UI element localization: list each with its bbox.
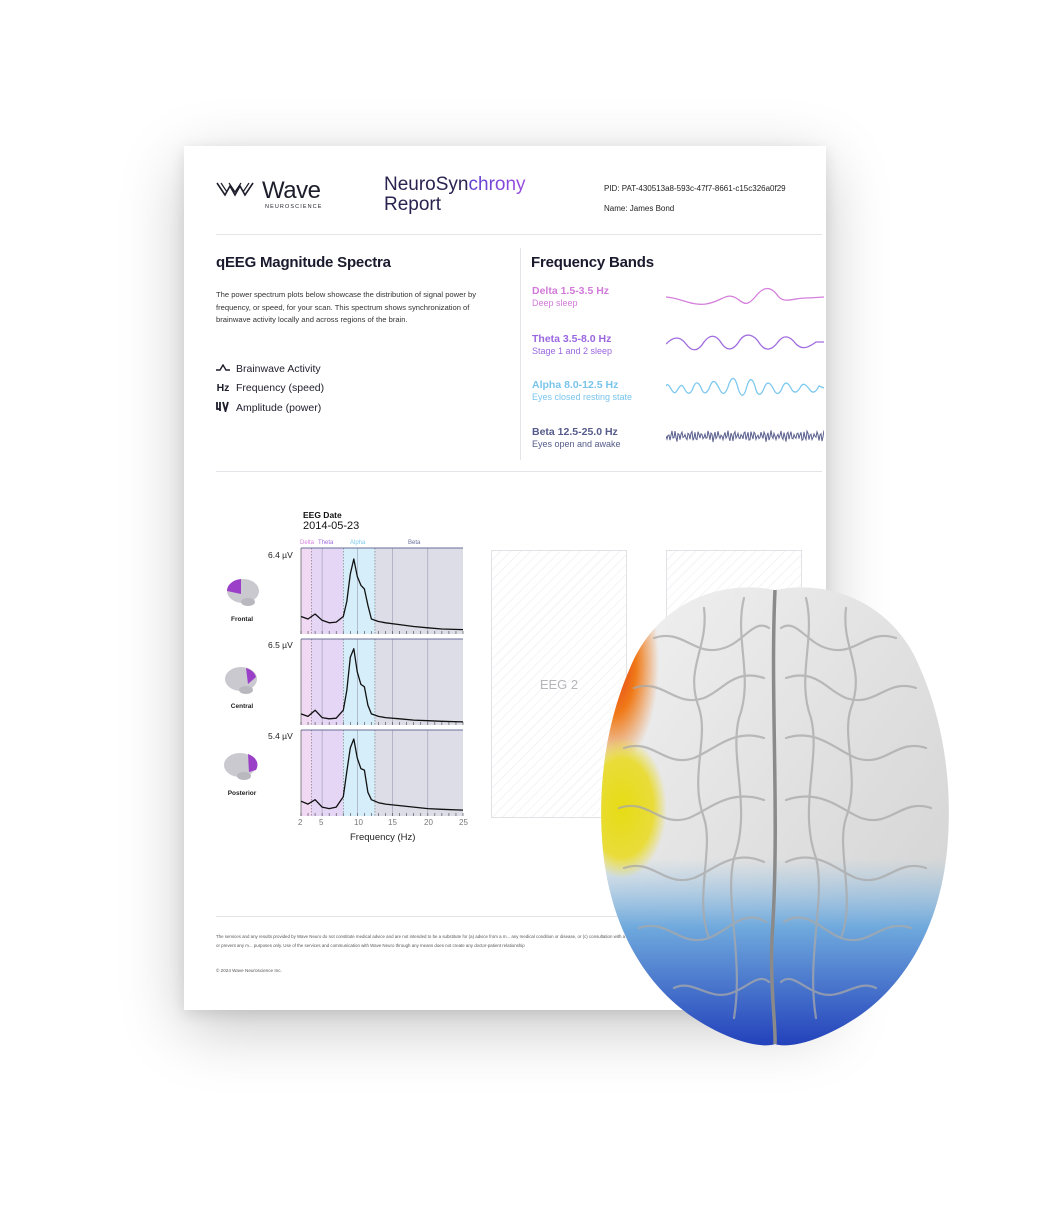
brain-heatmap-illustration [601, 587, 949, 1046]
delta-wave [666, 287, 824, 305]
x-tick: 10 [354, 818, 363, 827]
footer-divider [216, 916, 822, 917]
x-tick: 20 [424, 818, 433, 827]
legend-frequency: Hz Frequency (speed) [216, 382, 325, 394]
disclaimer-text: The services and any results provided by… [216, 934, 772, 948]
spectrum-line-central [300, 648, 464, 723]
legend-brainwave: Brainwave Activity [216, 363, 321, 375]
band-delta: Delta 1.5-3.5 Hz Deep sleep [532, 285, 610, 308]
amplitude-icon [216, 401, 230, 415]
brain-frontal-icon [226, 579, 259, 606]
spectra-title: qEEG Magnitude Spectra [216, 254, 391, 271]
x-tick: 5 [319, 818, 324, 827]
theta-wave [666, 334, 824, 351]
report-title: NeuroSynchrony Report [384, 174, 526, 215]
ymax-frontal: 6.4 µV [268, 550, 293, 560]
band-region-theta [311, 548, 344, 634]
patient-name: Name: James Bond [604, 204, 675, 213]
brain-posterior-icon [224, 753, 258, 780]
region-posterior: Posterior [227, 790, 257, 797]
band-label-theta: Theta [318, 540, 334, 546]
band-label-delta: Delta [300, 540, 315, 546]
band-region-theta [311, 639, 344, 725]
spectrum-line-frontal [300, 558, 464, 631]
wave-logo-icon [216, 182, 254, 197]
band-region-beta [374, 730, 463, 816]
brainwave-icon [216, 363, 230, 375]
bands-title: Frequency Bands [531, 254, 654, 271]
beta-wave [666, 429, 824, 443]
brand-subtitle: NEUROSCIENCE [265, 204, 323, 210]
spectrum-line-posterior [300, 738, 464, 811]
x-axis-label: Frequency (Hz) [350, 832, 416, 843]
header-divider [216, 234, 822, 235]
band-region-delta [301, 548, 312, 634]
band-beta: Beta 12.5-25.0 Hz Eyes open and awake [532, 426, 621, 449]
band-region-delta [301, 639, 312, 725]
ymax-central: 6.5 µV [268, 640, 293, 650]
band-region-beta [374, 548, 463, 634]
x-tick: 2 [298, 818, 303, 827]
spectra-chart [300, 547, 464, 816]
x-tick: 15 [388, 818, 397, 827]
spectra-description: The power spectrum plots below showcase … [216, 290, 477, 324]
alpha-wave [666, 377, 824, 396]
patient-id: PID: PAT-430513a8-593c-47f7-8661-c15c326… [604, 184, 786, 193]
brand-name: Wave [262, 177, 321, 204]
legend-amplitude: Amplitude (power) [216, 401, 321, 415]
region-frontal: Frontal [230, 616, 254, 623]
band-region-beta [374, 639, 463, 725]
hz-icon: Hz [216, 382, 230, 394]
eeg-date-value: 2014-05-23 [303, 520, 360, 532]
band-region-alpha [343, 730, 375, 816]
band-theta: Theta 3.5-8.0 Hz Stage 1 and 2 sleep [532, 333, 613, 356]
band-region-delta [301, 730, 312, 816]
x-tick: 25 [459, 818, 468, 827]
section-divider [520, 248, 521, 460]
brain-central-icon [225, 667, 257, 694]
wave-logo: Wave NEUROSCIENCE [216, 177, 323, 210]
region-central: Central [230, 703, 254, 710]
middle-divider [216, 471, 822, 472]
band-alpha: Alpha 8.0-12.5 Hz Eyes closed resting st… [532, 379, 633, 402]
band-label-beta: Beta [408, 540, 421, 546]
eeg-date-label: EEG Date [303, 510, 342, 520]
ymax-posterior: 5.4 µV [268, 731, 293, 741]
band-label-alpha: Alpha [350, 540, 366, 546]
copyright-text: © 2024 Wave Neuroscience Inc. [216, 968, 282, 973]
